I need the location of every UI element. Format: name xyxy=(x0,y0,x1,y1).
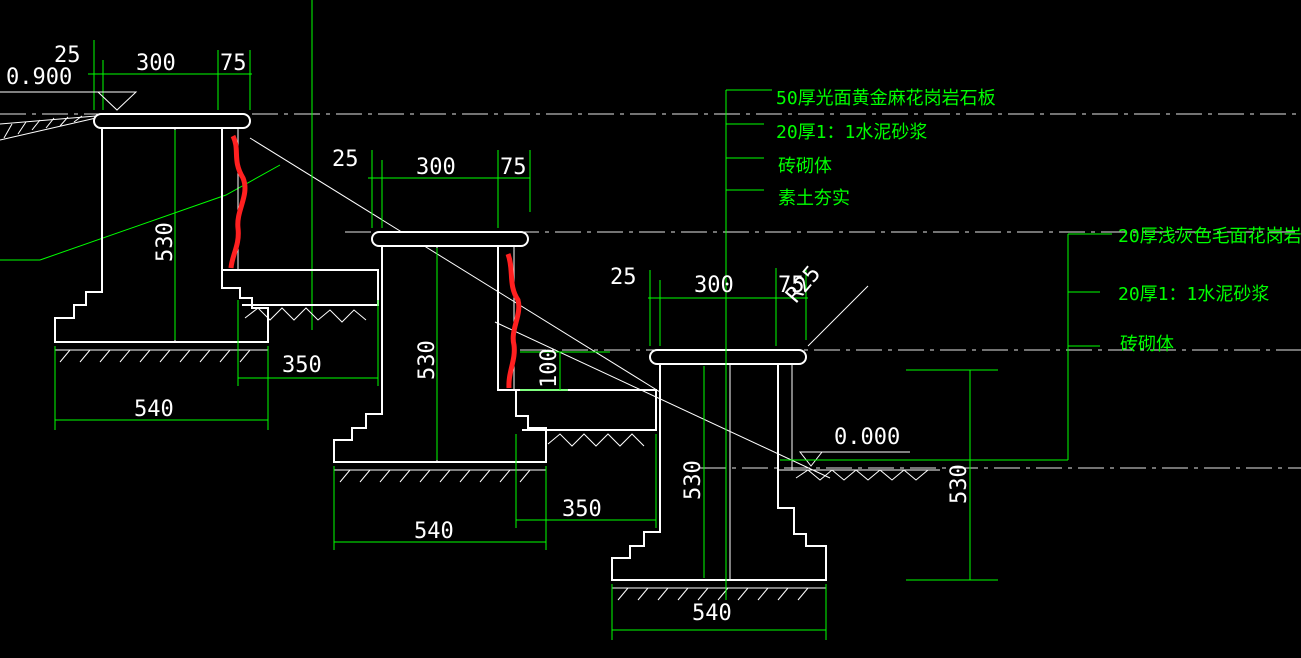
callout-a-line-4: 素土夯实 xyxy=(778,188,850,209)
wall3-height: 530 xyxy=(681,460,706,500)
callout-b-line-2: 20厚1：1水泥砂浆 xyxy=(1118,284,1269,305)
wall1-dim-left: 25 xyxy=(54,43,81,68)
wall1-dim-cap: 300 xyxy=(136,51,176,76)
wall2-base: 540 xyxy=(414,519,454,544)
callout-a: 50厚光面黄金麻花岗岩石板 20厚1：1水泥砂浆 砖砌体 素土夯实 xyxy=(776,88,996,209)
wall1-tread: 350 xyxy=(282,353,322,378)
retaining-wall-2 xyxy=(333,231,657,483)
top-left-slope xyxy=(0,115,97,141)
callout-b-line-1: 20厚浅灰色毛面花岗岩石 xyxy=(1118,226,1301,247)
wall3-base: 540 xyxy=(692,601,732,626)
wall1-base: 540 xyxy=(134,397,174,422)
level-bottom: 0.000 xyxy=(834,425,900,450)
wall2-dim-cap: 300 xyxy=(416,155,456,180)
wall2-dim-left: 25 xyxy=(332,147,359,172)
dimension-lines xyxy=(0,40,1112,640)
wall3-dim-right: 75 xyxy=(778,273,805,298)
wall2-step: 100 xyxy=(537,348,562,388)
wall3-dim-left: 25 xyxy=(610,265,637,290)
wall2-height: 530 xyxy=(415,340,440,380)
wall2-tread: 350 xyxy=(562,497,602,522)
wall1-height: 530 xyxy=(153,222,178,262)
callout-b: 20厚浅灰色毛面花岗岩石 20厚1：1水泥砂浆 砖砌体 xyxy=(1118,226,1301,355)
callout-a-line-2: 20厚1：1水泥砂浆 xyxy=(776,122,927,143)
callout-a-line-1: 50厚光面黄金麻花岗岩石板 xyxy=(776,88,996,109)
level-top: 0.900 xyxy=(6,65,72,90)
red-markups xyxy=(228,134,522,389)
wall1-dim-right: 75 xyxy=(220,51,247,76)
callout-a-line-3: 砖砌体 xyxy=(778,156,832,177)
overall-height: 530 xyxy=(947,464,972,504)
callout-b-line-3: 砖砌体 xyxy=(1120,334,1174,355)
wall3-radius: R25 xyxy=(781,261,826,308)
retaining-wall-3 xyxy=(611,349,940,601)
wall3-dim-cap: 300 xyxy=(694,273,734,298)
dimension-texts: 0.900 25 300 75 530 540 350 25 300 75 53… xyxy=(6,43,972,626)
wall2-dim-right: 75 xyxy=(500,155,527,180)
